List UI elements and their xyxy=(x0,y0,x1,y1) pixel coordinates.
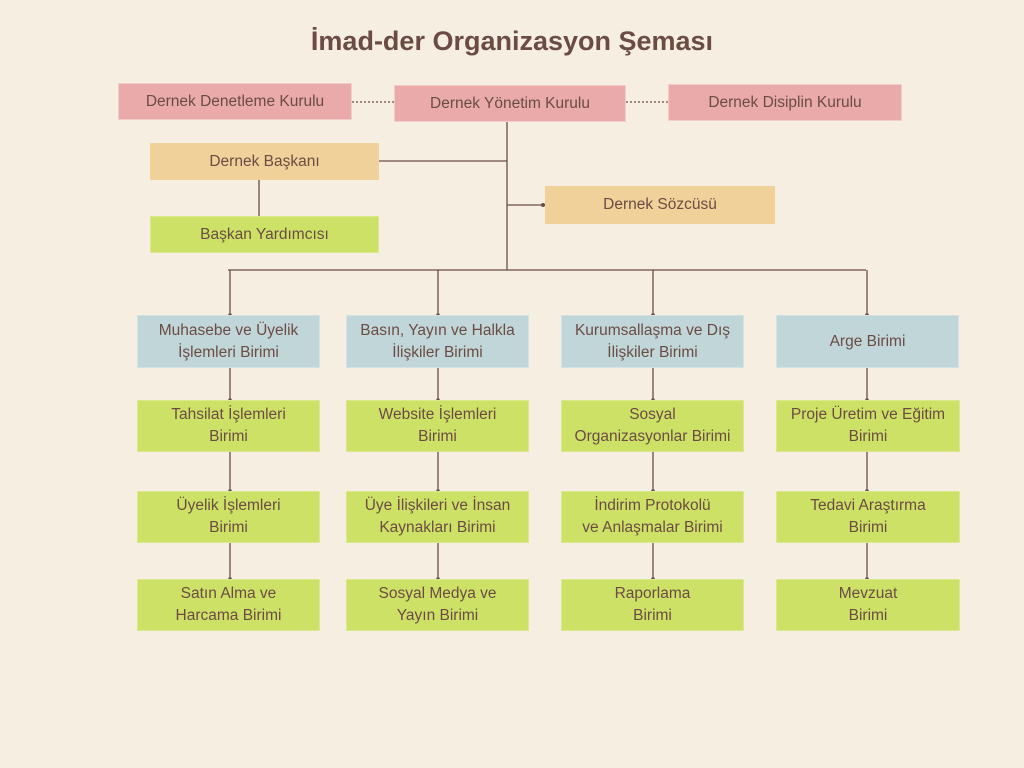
dernek-denetleme-kurulu: Dernek Denetleme Kurulu xyxy=(118,83,352,120)
dernek-yonetim-kurulu: Dernek Yönetim Kurulu xyxy=(394,85,626,122)
unit-box: Üyelik İşlemleri Birimi xyxy=(137,491,320,543)
unit-box: Website İşlemleri Birimi xyxy=(346,400,529,452)
unit-box: İndirim Protokolü ve Anlaşmalar Birimi xyxy=(561,491,744,543)
dernek-sozcusu: Dernek Sözcüsü xyxy=(545,186,775,224)
unit-box: Tahsilat İşlemleri Birimi xyxy=(137,400,320,452)
department-head-box: Arge Birimi xyxy=(776,315,959,368)
page-title: İmad-der Organizasyon Şeması xyxy=(310,26,714,56)
unit-box: Mevzuat Birimi xyxy=(776,579,960,631)
department-head-box: Basın, Yayın ve Halkla İlişkiler Birimi xyxy=(346,315,529,368)
dernek-disiplin-kurulu: Dernek Disiplin Kurulu xyxy=(668,84,902,121)
unit-box: Satın Alma ve Harcama Birimi xyxy=(137,579,320,631)
baskan-yardimcisi: Başkan Yardımcısı xyxy=(150,216,379,253)
unit-box: Sosyal Organizasyonlar Birimi xyxy=(561,400,744,452)
department-head-box: Kurumsallaşma ve Dış İlişkiler Birimi xyxy=(561,315,744,368)
unit-box: Raporlama Birimi xyxy=(561,579,744,631)
unit-box: Sosyal Medya ve Yayın Birimi xyxy=(346,579,529,631)
department-head-box: Muhasebe ve Üyelik İşlemleri Birimi xyxy=(137,315,320,368)
unit-box: Üye İlişkileri ve İnsan Kaynakları Birim… xyxy=(346,491,529,543)
unit-box: Tedavi Araştırma Birimi xyxy=(776,491,960,543)
unit-box: Proje Üretim ve Eğitim Birimi xyxy=(776,400,960,452)
dernek-baskani: Dernek Başkanı xyxy=(150,143,379,180)
